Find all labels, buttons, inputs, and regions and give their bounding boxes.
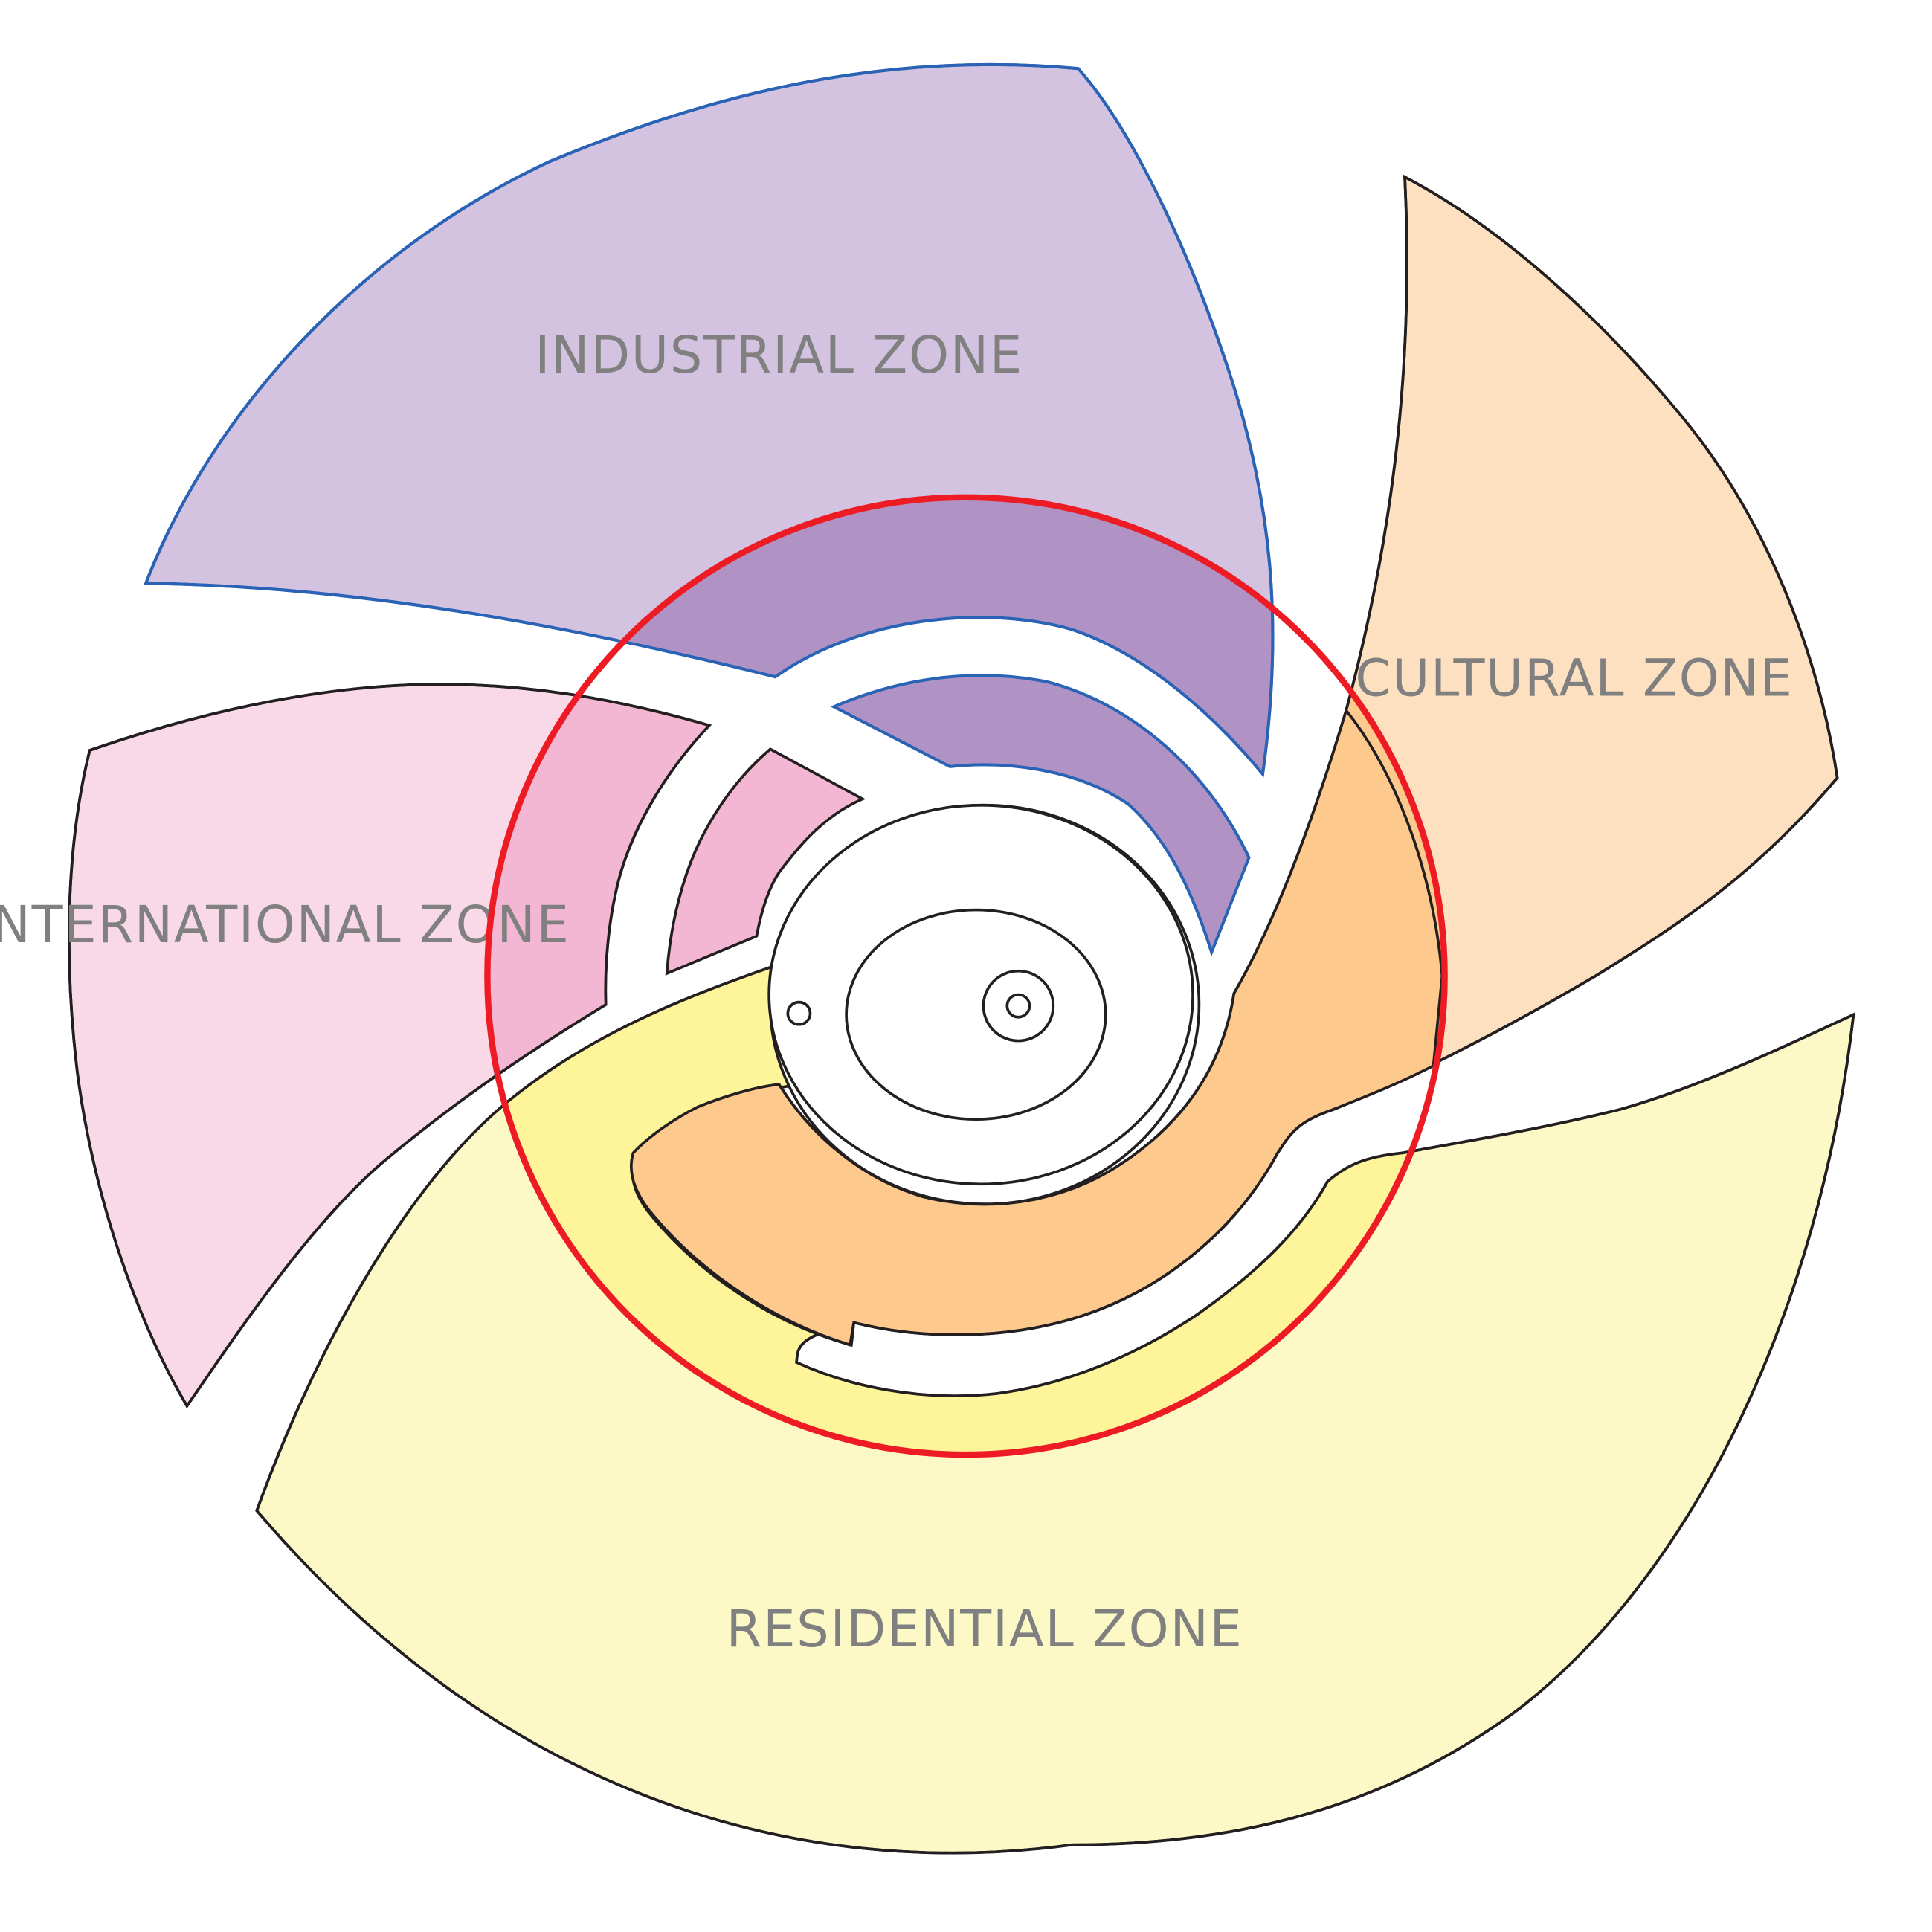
cultural-zone-label: CULTURAL ZONE <box>1355 648 1793 708</box>
residential-zone-label: RESIDENTIAL ZONE <box>727 1600 1243 1659</box>
core-ring-inner <box>1005 993 1031 1019</box>
core-inner-ellipse <box>845 908 1107 1121</box>
international-zone-core-area <box>487 684 709 1406</box>
residential-zone: RESIDENTIAL ZONE <box>255 964 1855 1855</box>
international-zone-inner-band <box>665 747 866 976</box>
international-zone-label: INTERNATIONAL ZONE <box>0 895 570 955</box>
industrial-zone-inner-band <box>830 674 1251 957</box>
industrial-zone: INDUSTRIAL ZONE <box>144 62 1275 957</box>
core-small-dot <box>786 1000 812 1026</box>
boundary-circle <box>484 494 1448 1458</box>
industrial-zone-core-area <box>487 497 1273 774</box>
central-core <box>767 803 1201 1205</box>
international-zone: INTERNATIONAL ZONE <box>0 683 866 1409</box>
industrial-zone-outer-area <box>144 62 1275 778</box>
industrial-zone-label: INDUSTRIAL ZONE <box>535 326 1023 385</box>
residential-zone-core-area <box>487 966 1445 1455</box>
